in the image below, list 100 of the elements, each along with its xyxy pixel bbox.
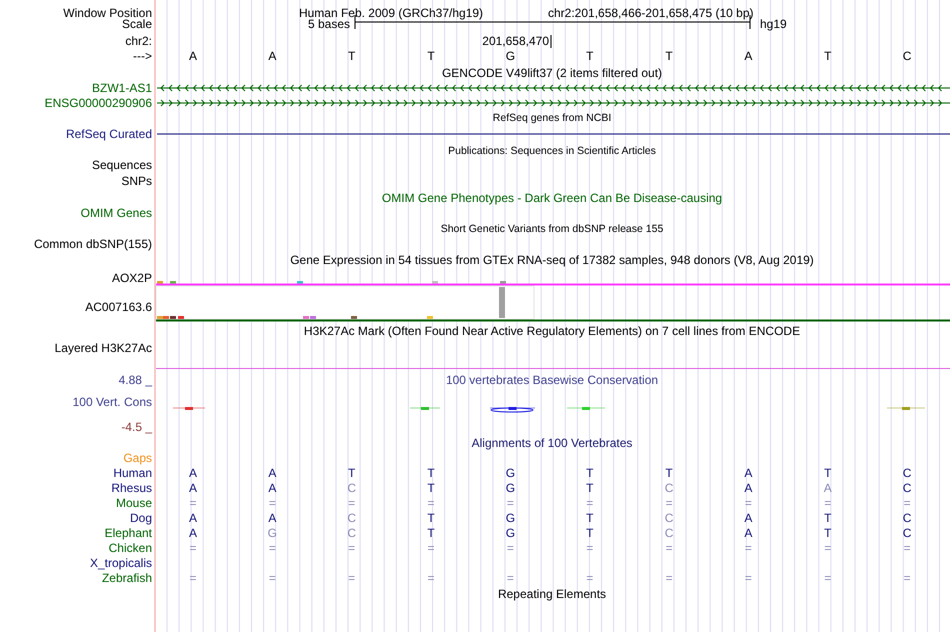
base-letter: C bbox=[664, 526, 674, 540]
gap-mark: = bbox=[428, 496, 435, 510]
base-letter: A bbox=[744, 526, 752, 540]
base-letter: A bbox=[189, 466, 197, 480]
gap-mark: = bbox=[744, 496, 752, 510]
assembly-title: Human Feb. 2009 (GRCh37/hg19) bbox=[298, 6, 484, 20]
base-letter: G bbox=[506, 466, 516, 480]
base-letter: T bbox=[824, 511, 832, 525]
base-letter: A bbox=[744, 481, 752, 495]
base-letter: A bbox=[268, 511, 276, 525]
track-label: OMIM Genes bbox=[80, 206, 152, 220]
track-label: Layered H3K27Ac bbox=[54, 341, 152, 355]
gene-label: AC007163.6 bbox=[85, 300, 152, 314]
base-letter: T bbox=[427, 526, 435, 540]
base-letter: T bbox=[586, 466, 594, 480]
base-letter: T bbox=[427, 49, 435, 63]
gap-mark: = bbox=[348, 571, 356, 585]
base-letter: T bbox=[427, 481, 435, 495]
base-letter: C bbox=[664, 511, 674, 525]
base-letter: T bbox=[586, 481, 594, 495]
base-letter: T bbox=[586, 511, 594, 525]
base-letter: A bbox=[189, 49, 197, 63]
track-label: Common dbSNP(155) bbox=[34, 237, 152, 251]
gap-mark: = bbox=[268, 496, 276, 510]
gap-mark: = bbox=[428, 541, 435, 555]
species-label: Dog bbox=[130, 511, 152, 525]
base-letter: T bbox=[824, 526, 832, 540]
species-label: Elephant bbox=[104, 526, 152, 540]
base-letter: C bbox=[902, 49, 912, 63]
row-label: Scale bbox=[122, 17, 152, 31]
gap-mark: = bbox=[904, 541, 911, 555]
gap-mark: = bbox=[586, 496, 594, 510]
coordinate-range: chr2:201,658,466-201,658,475 (10 bp) bbox=[548, 6, 754, 20]
base-letter: T bbox=[824, 49, 832, 63]
axis-value: -4.5 _ bbox=[121, 420, 152, 434]
track-label: SNPs bbox=[121, 174, 152, 188]
gap-mark: = bbox=[824, 571, 832, 585]
gap-mark: = bbox=[268, 571, 276, 585]
gene-label: ENSG00000290906 bbox=[44, 96, 152, 110]
gap-mark: = bbox=[586, 571, 594, 585]
gap-mark: = bbox=[904, 571, 911, 585]
species-label: X_tropicalis bbox=[90, 556, 152, 570]
base-letter: G bbox=[506, 511, 516, 525]
gap-mark: = bbox=[666, 571, 673, 585]
track-label: Sequences bbox=[92, 158, 152, 172]
base-letter: A bbox=[189, 526, 197, 540]
track-title: Publications: Sequences in Scientific Articles bbox=[448, 144, 656, 158]
base-letter: C bbox=[902, 466, 912, 480]
axis-value: 4.88 _ bbox=[118, 373, 152, 387]
base-letter: A bbox=[268, 481, 276, 495]
base-letter: A bbox=[744, 49, 752, 63]
base-letter: C bbox=[347, 481, 356, 495]
base-letter: T bbox=[665, 466, 673, 480]
base-letter: T bbox=[824, 466, 832, 480]
track-title: RefSeq genes from NCBI bbox=[492, 111, 612, 125]
base-letter: T bbox=[348, 466, 356, 480]
position-label: 201,658,470 bbox=[482, 34, 549, 48]
base-letter: T bbox=[427, 511, 435, 525]
base-letter: C bbox=[902, 526, 912, 540]
gap-mark: = bbox=[904, 496, 911, 510]
base-letter: A bbox=[189, 481, 197, 495]
base-letter: C bbox=[347, 511, 356, 525]
track-title: Repeating Elements bbox=[498, 587, 606, 601]
base-letter: A bbox=[189, 511, 197, 525]
species-label: Zebrafish bbox=[102, 571, 152, 585]
base-letter: C bbox=[347, 526, 356, 540]
base-letter: A bbox=[268, 49, 276, 63]
gap-mark: = bbox=[268, 541, 276, 555]
track-label: 100 Vert. Cons bbox=[72, 395, 152, 409]
gap-mark: = bbox=[824, 541, 832, 555]
base-letter: C bbox=[902, 481, 912, 495]
base-letter: G bbox=[268, 526, 278, 540]
base-letter: T bbox=[427, 466, 435, 480]
gap-mark: = bbox=[506, 496, 514, 510]
row-label: chr2: bbox=[125, 34, 152, 48]
gap-mark: = bbox=[190, 541, 196, 555]
species-label: Chicken bbox=[108, 541, 152, 555]
scale-label: hg19 bbox=[760, 17, 787, 31]
base-letter: G bbox=[506, 481, 516, 495]
base-letter: G bbox=[506, 526, 516, 540]
gap-mark: = bbox=[586, 541, 594, 555]
base-letter: T bbox=[586, 526, 594, 540]
base-letter: C bbox=[902, 511, 912, 525]
gap-mark: = bbox=[506, 571, 514, 585]
base-letter: G bbox=[506, 49, 516, 63]
track-title: Gene Expression in 54 tissues from GTEx RNA-seq of 17382 samples, 948 donors (V8, Aug 2019) bbox=[290, 253, 814, 267]
track-title: 100 vertebrates Basewise Conservation bbox=[446, 373, 658, 387]
species-label: Rhesus bbox=[111, 481, 152, 495]
base-letter: A bbox=[744, 511, 752, 525]
base-letter: A bbox=[268, 466, 276, 480]
gap-mark: = bbox=[666, 496, 673, 510]
track-title: OMIM Gene Phenotypes - Dark Green Can Be Disease-causing bbox=[382, 191, 722, 205]
row-label: ---> bbox=[133, 49, 152, 63]
gap-mark: = bbox=[506, 541, 514, 555]
gap-mark: = bbox=[744, 541, 752, 555]
row-label: Window Position bbox=[63, 6, 152, 20]
species-label: Human bbox=[113, 466, 152, 480]
gap-mark: = bbox=[824, 496, 832, 510]
gap-mark: = bbox=[744, 571, 752, 585]
gene-label: AOX2P bbox=[112, 271, 152, 285]
